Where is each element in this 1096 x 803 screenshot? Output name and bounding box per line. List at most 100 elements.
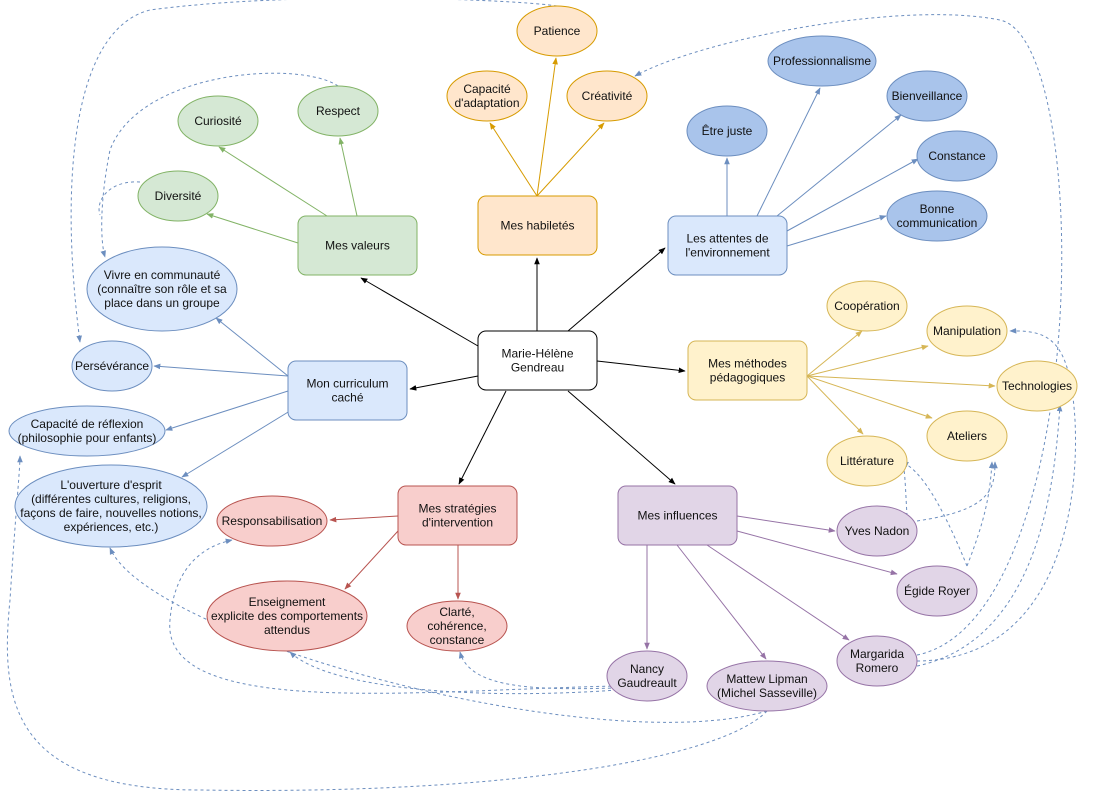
connector-arrow-9 <box>206 213 299 244</box>
node-methodes-box <box>687 340 808 401</box>
dashed-link-49 <box>901 461 968 567</box>
connector-arrow-23 <box>736 515 836 533</box>
node-curriculum-box <box>287 360 408 421</box>
node-respect[interactable]: Respect <box>297 85 379 137</box>
node-habiletes-label-0: Mes habiletés <box>500 219 574 233</box>
node-litterature[interactable]: Littérature <box>826 435 908 487</box>
node-attentes-label-1: l'environnement <box>685 246 770 260</box>
node-litterature-ellipse <box>826 435 908 487</box>
node-technologies[interactable]: Technologies <box>996 360 1078 412</box>
node-creativite[interactable]: Créativité <box>566 70 648 122</box>
node-technologies-label-0: Technologies <box>1002 379 1072 393</box>
dashed-link-36 <box>100 72 339 258</box>
node-ouverture-label-2: façons de faire, nouvelles notions, <box>20 506 201 520</box>
node-responsabilisation-label-0: Responsabilisation <box>222 514 323 528</box>
node-valeurs-label-0: Mes valeurs <box>325 239 390 253</box>
node-curiosite[interactable]: Curiosité <box>177 95 259 147</box>
node-clarte-label-0: Clarté, <box>439 605 474 619</box>
node-ouverture-ellipse <box>14 464 208 548</box>
node-influences[interactable]: Mes influences <box>617 485 738 546</box>
node-attentes-label-0: Les attentes de <box>686 232 768 246</box>
dashed-link-39 <box>289 651 618 695</box>
node-bienveillance[interactable]: Bienveillance <box>886 70 968 122</box>
node-constance-ellipse <box>916 130 998 182</box>
node-perseverance[interactable]: Persévérance <box>71 340 153 392</box>
node-ouverture[interactable]: L'ouverture d'esprit(différentes culture… <box>14 464 208 548</box>
node-etrejuste[interactable]: Être juste <box>686 105 768 157</box>
connector-arrow-31 <box>215 317 289 377</box>
node-patience[interactable]: Patience <box>516 5 598 57</box>
node-clarte[interactable]: Clarté,cohérence,constance <box>406 600 508 652</box>
node-strategies-label-1: d'intervention <box>422 516 493 530</box>
connector-arrow-32 <box>153 363 289 377</box>
node-curiosite-ellipse <box>177 95 259 147</box>
dashed-link-47 <box>916 461 998 522</box>
node-center-label-0: Marie-Hélène <box>501 347 573 361</box>
node-professionnalisme-label-0: Professionnalisme <box>773 54 871 68</box>
connector-arrow-17 <box>786 215 887 247</box>
node-influences-label-0: Mes influences <box>637 509 717 523</box>
node-perseverance-label-0: Persévérance <box>75 359 149 373</box>
node-nancy-ellipse <box>606 650 688 702</box>
node-attentes-box <box>667 215 788 276</box>
node-habiletes[interactable]: Mes habiletés <box>477 195 598 256</box>
node-margarida-ellipse <box>836 635 918 687</box>
dashed-link-45 <box>634 14 1063 656</box>
node-responsabilisation[interactable]: Responsabilisation <box>216 495 328 547</box>
node-manipulation[interactable]: Manipulation <box>926 305 1008 357</box>
node-curriculum-label-0: Mon curriculum <box>306 377 388 391</box>
node-ouverture-label-1: (différentes cultures, religions, <box>31 492 191 506</box>
connector-arrow-33 <box>165 390 289 431</box>
node-professionnalisme-ellipse <box>767 35 877 87</box>
connector-arrow-5 <box>458 390 507 485</box>
node-curiosite-label-0: Curiosité <box>194 114 242 128</box>
node-etrejuste-ellipse <box>686 105 768 157</box>
connector-arrow-2 <box>567 247 666 332</box>
node-nancy-label-0: Nancy <box>630 662 664 676</box>
node-constance[interactable]: Constance <box>916 130 998 182</box>
node-yvesnadon[interactable]: Yves Nadon <box>836 505 918 557</box>
node-enseignement-label-0: Enseignement <box>249 595 326 609</box>
node-strategies-box <box>397 485 518 546</box>
node-perseverance-ellipse <box>71 340 153 392</box>
dashed-link-41 <box>109 547 768 723</box>
node-influences-box <box>617 485 738 546</box>
node-litterature-label-0: Littérature <box>840 454 894 468</box>
connector-arrow-3 <box>596 360 686 374</box>
node-ouverture-label-0: L'ouverture d'esprit <box>60 478 162 492</box>
node-enseignement-ellipse <box>206 580 368 652</box>
node-manipulation-label-0: Manipulation <box>933 324 1001 338</box>
node-creativite-ellipse <box>566 70 648 122</box>
node-ateliers[interactable]: Ateliers <box>926 410 1008 462</box>
node-communaute[interactable]: Vivre en communauté(connaître son rôle e… <box>86 246 238 332</box>
node-professionnalisme[interactable]: Professionnalisme <box>767 35 877 87</box>
node-lipman[interactable]: Mattew Lipman(Michel Sasseville) <box>706 660 828 712</box>
node-reflexion[interactable]: Capacité de réflexion(philosophie pour e… <box>8 405 166 457</box>
connector-arrow-19 <box>806 344 929 377</box>
node-egideroyer[interactable]: Égide Royer <box>896 565 978 617</box>
node-methodes-label-1: pédagogiques <box>710 371 785 385</box>
dashed-link-42 <box>6 455 768 791</box>
node-yvesnadon-label-0: Yves Nadon <box>845 524 910 538</box>
node-lipman-ellipse <box>706 660 828 712</box>
node-diversite[interactable]: Diversité <box>137 170 219 222</box>
node-bonnecomm-label-0: Bonne <box>920 202 955 216</box>
node-cooperation[interactable]: Coopération <box>826 280 908 332</box>
node-adaptation-label-0: Capacité <box>463 82 511 96</box>
node-methodes-label-0: Mes méthodes <box>708 357 787 371</box>
node-attentes[interactable]: Les attentes del'environnement <box>667 215 788 276</box>
connector-arrow-34 <box>181 405 299 478</box>
node-valeurs[interactable]: Mes valeurs <box>297 215 418 276</box>
dashed-link-35 <box>70 0 558 343</box>
node-reflexion-label-1: (philosophie pour enfants) <box>18 431 157 445</box>
